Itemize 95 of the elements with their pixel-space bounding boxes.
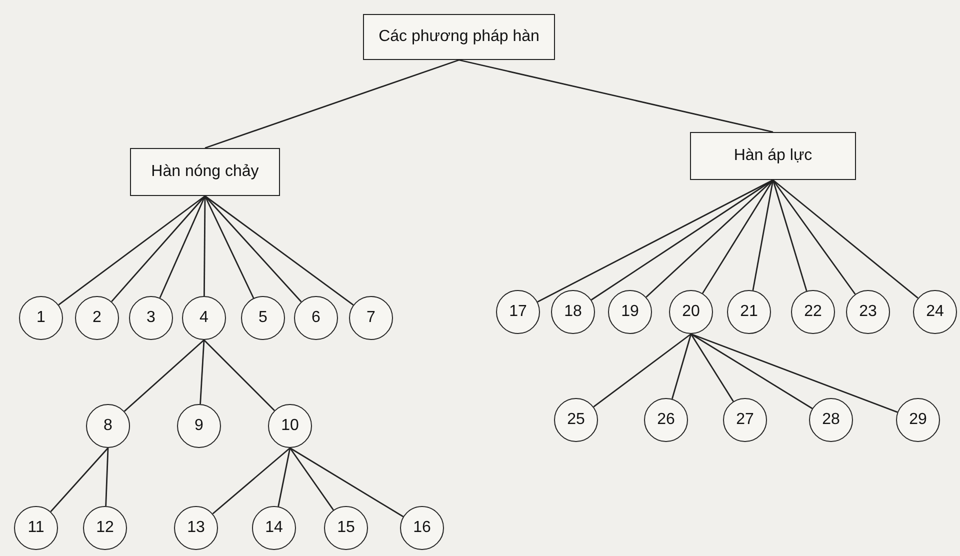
box-label: Các phương pháp hàn xyxy=(378,28,540,46)
connector-line xyxy=(772,180,856,295)
number-label: 24 xyxy=(926,303,944,321)
connector-line xyxy=(289,448,334,510)
numbered-circle xyxy=(809,398,853,442)
connector-line xyxy=(200,340,205,404)
connector-line xyxy=(646,179,774,298)
numbered-circle xyxy=(268,404,312,448)
numbered-circle xyxy=(252,506,296,550)
connector-line xyxy=(204,195,354,306)
connector-line xyxy=(111,196,206,302)
numbered-circle xyxy=(727,290,771,334)
numbered-circle xyxy=(182,296,226,340)
connector-line xyxy=(690,333,898,413)
numbered-circle xyxy=(723,398,767,442)
connector-line xyxy=(159,196,206,298)
numbered-circle xyxy=(241,296,285,340)
numbered-circle xyxy=(83,506,127,550)
number-label: 28 xyxy=(822,411,840,429)
numbered-circle xyxy=(913,290,957,334)
numbered-circle xyxy=(19,296,63,340)
number-label: 21 xyxy=(740,303,758,321)
numbered-circle xyxy=(14,506,58,550)
connector-line xyxy=(212,447,290,514)
connector-line xyxy=(458,59,774,133)
connector-line xyxy=(772,179,918,299)
number-label: 8 xyxy=(104,417,112,435)
number-label: 10 xyxy=(281,417,299,435)
numbered-circle xyxy=(349,296,393,340)
number-label: 26 xyxy=(657,411,675,429)
connector-line xyxy=(204,340,275,411)
numbered-circle xyxy=(496,290,540,334)
numbered-circle xyxy=(400,506,444,550)
numbered-circle xyxy=(608,290,652,334)
number-label: 4 xyxy=(200,309,208,327)
connector-line xyxy=(690,333,813,410)
number-label: 22 xyxy=(804,303,822,321)
number-label: 12 xyxy=(96,519,114,537)
number-label: 2 xyxy=(92,309,102,327)
number-label: 9 xyxy=(194,417,204,435)
number-label: 29 xyxy=(909,411,927,429)
numbered-circle xyxy=(554,398,598,442)
numbered-circle xyxy=(129,296,173,340)
box-label: Hàn áp lực xyxy=(734,147,812,165)
number-label: 5 xyxy=(258,309,268,327)
connector-line xyxy=(537,179,774,302)
number-label: 3 xyxy=(146,309,156,327)
number-label: 15 xyxy=(337,519,355,537)
numbered-circle xyxy=(294,296,338,340)
category-box xyxy=(690,132,856,180)
connector-line xyxy=(58,195,206,306)
number-label: 17 xyxy=(509,303,527,321)
number-label: 19 xyxy=(621,303,639,321)
number-label: 23 xyxy=(859,303,877,321)
numbered-circle xyxy=(174,506,218,550)
category-box xyxy=(363,14,555,60)
connector-line xyxy=(105,448,109,506)
numbered-circle xyxy=(86,404,130,448)
number-label: 1 xyxy=(36,309,46,327)
box-label: Hàn nóng chảy xyxy=(151,163,259,181)
connector-line xyxy=(702,180,774,294)
numbered-circle xyxy=(75,296,119,340)
connector-line xyxy=(671,334,692,400)
numbered-circle xyxy=(324,506,368,550)
connector-line xyxy=(204,196,302,302)
number-label: 27 xyxy=(736,411,754,429)
connector-line xyxy=(593,333,692,408)
connector-line xyxy=(278,448,291,507)
number-label: 25 xyxy=(567,411,585,429)
numbered-circle xyxy=(644,398,688,442)
category-box xyxy=(130,148,280,196)
numbered-circle xyxy=(846,290,890,334)
connector-line xyxy=(204,59,460,149)
numbered-circle xyxy=(177,404,221,448)
numbered-circle xyxy=(551,290,595,334)
connector-line xyxy=(290,447,404,518)
number-label: 7 xyxy=(366,309,376,327)
connector-line xyxy=(50,448,109,512)
number-label: 20 xyxy=(682,303,700,321)
connector-line xyxy=(204,196,254,298)
number-label: 6 xyxy=(312,309,320,327)
connector-line xyxy=(124,339,204,412)
number-label: 14 xyxy=(265,519,283,537)
numbered-circle xyxy=(896,398,940,442)
connector-line xyxy=(203,196,206,296)
connector-line xyxy=(690,334,734,402)
number-label: 11 xyxy=(28,519,44,537)
connector-line xyxy=(772,180,808,292)
connector-line xyxy=(752,180,774,290)
numbered-circle xyxy=(669,290,713,334)
number-label: 13 xyxy=(187,519,205,537)
connector-line xyxy=(590,179,774,300)
number-label: 16 xyxy=(413,519,431,537)
number-label: 18 xyxy=(564,303,582,321)
numbered-circle xyxy=(791,290,835,334)
